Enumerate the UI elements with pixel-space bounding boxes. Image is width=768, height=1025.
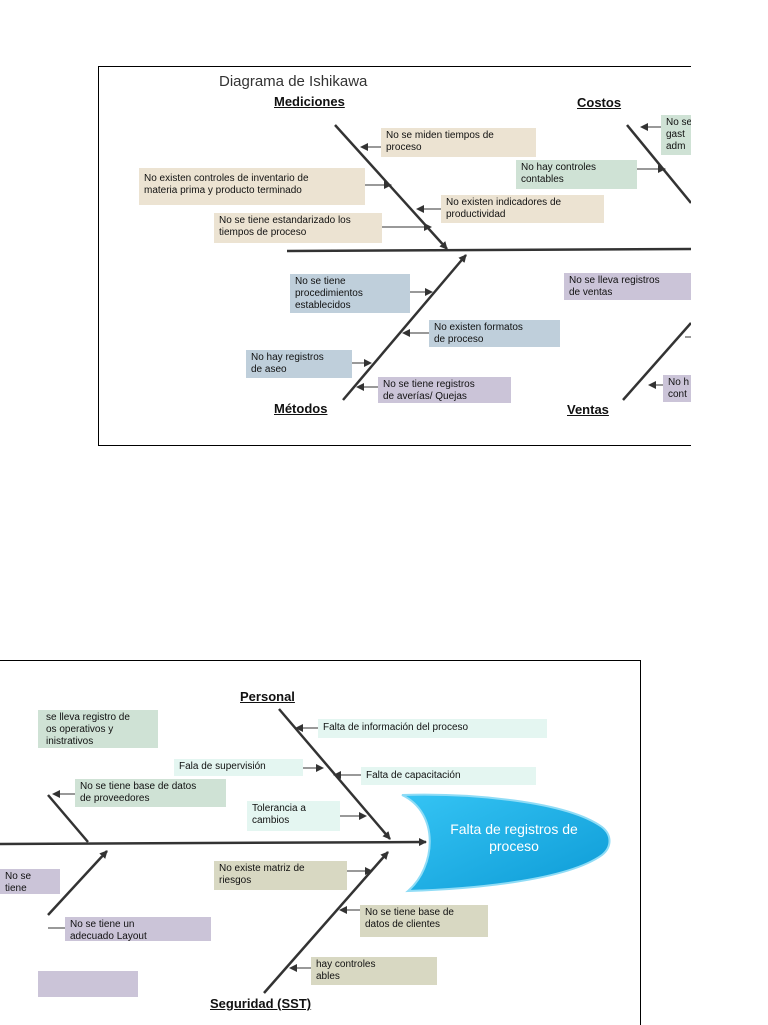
category-seguridad: Seguridad (SST) (210, 996, 312, 1011)
spine-line (286, 247, 691, 253)
bone-partial-upper (47, 794, 89, 843)
category-ventas: Ventas (567, 402, 609, 417)
cause-box: Falta de información del proceso (318, 719, 547, 738)
bone-costos (626, 124, 691, 204)
cause-box: No se gast adm (661, 115, 691, 155)
category-personal: Personal (240, 689, 295, 704)
cause-box: No hay controles contables (516, 160, 637, 189)
fishbone-lines-top (286, 123, 691, 401)
cause-box: No h cont (663, 375, 691, 402)
cause-box: No se tiene base de datos de clientes (360, 905, 488, 937)
bone-partial-lower (47, 850, 108, 916)
effect-label: Falta de registros de proceso (450, 821, 578, 854)
cause-box: No se lleva registros de ventas (564, 273, 691, 300)
cause-box: No existen indicadores de productividad (441, 195, 604, 223)
category-costos: Costos (577, 95, 622, 110)
cause-box: se lleva registro de os operativos y ini… (38, 710, 158, 748)
cause-box: No se tiene procedimientos establecidos (290, 274, 410, 313)
fishbone-diagram-top: Diagrama de Ishikawa Mediciones Costos M… (98, 66, 691, 446)
cause-box: hay controles ables (311, 957, 437, 985)
diagram-title: Diagrama de Ishikawa (219, 73, 368, 90)
cause-box: No se tiene registro de uso de EPP (0, 869, 60, 894)
category-metodos: Métodos (274, 401, 328, 416)
cause-box: No se tiene estandarizado los tiempos de… (214, 213, 382, 243)
fishbone-diagram-bottom: Personal Seguridad (SST) Falta de regist… (0, 660, 641, 1025)
bone-metodos (342, 254, 467, 401)
cause-box: No existen controles de inventario de ma… (139, 168, 365, 205)
cause-box: Tolerancia a cambios (247, 801, 340, 831)
cause-box: No existe matriz de riesgos (214, 861, 347, 890)
cause-box: No se miden tiempos de proceso (381, 128, 536, 157)
cause-box: Falta de capacitación (361, 767, 536, 785)
cause-box: Fala de supervisión (174, 759, 303, 776)
cause-box (38, 971, 138, 997)
category-mediciones: Mediciones (274, 94, 345, 109)
cause-box: No hay registros de aseo (246, 350, 352, 378)
bone-seguridad (263, 851, 389, 994)
cause-box: No existen formatos de proceso (429, 320, 560, 347)
cause-box: No se tiene base de datos de proveedores (75, 779, 226, 807)
effect-head-shape (401, 793, 611, 893)
fishbone-lines-bottom (0, 708, 611, 994)
cause-box: No se tiene registros de averías/ Quejas (378, 377, 511, 403)
spine-line (0, 838, 427, 847)
bone-ventas (622, 322, 691, 401)
cause-box: No se tiene un adecuado Layout (65, 917, 211, 941)
